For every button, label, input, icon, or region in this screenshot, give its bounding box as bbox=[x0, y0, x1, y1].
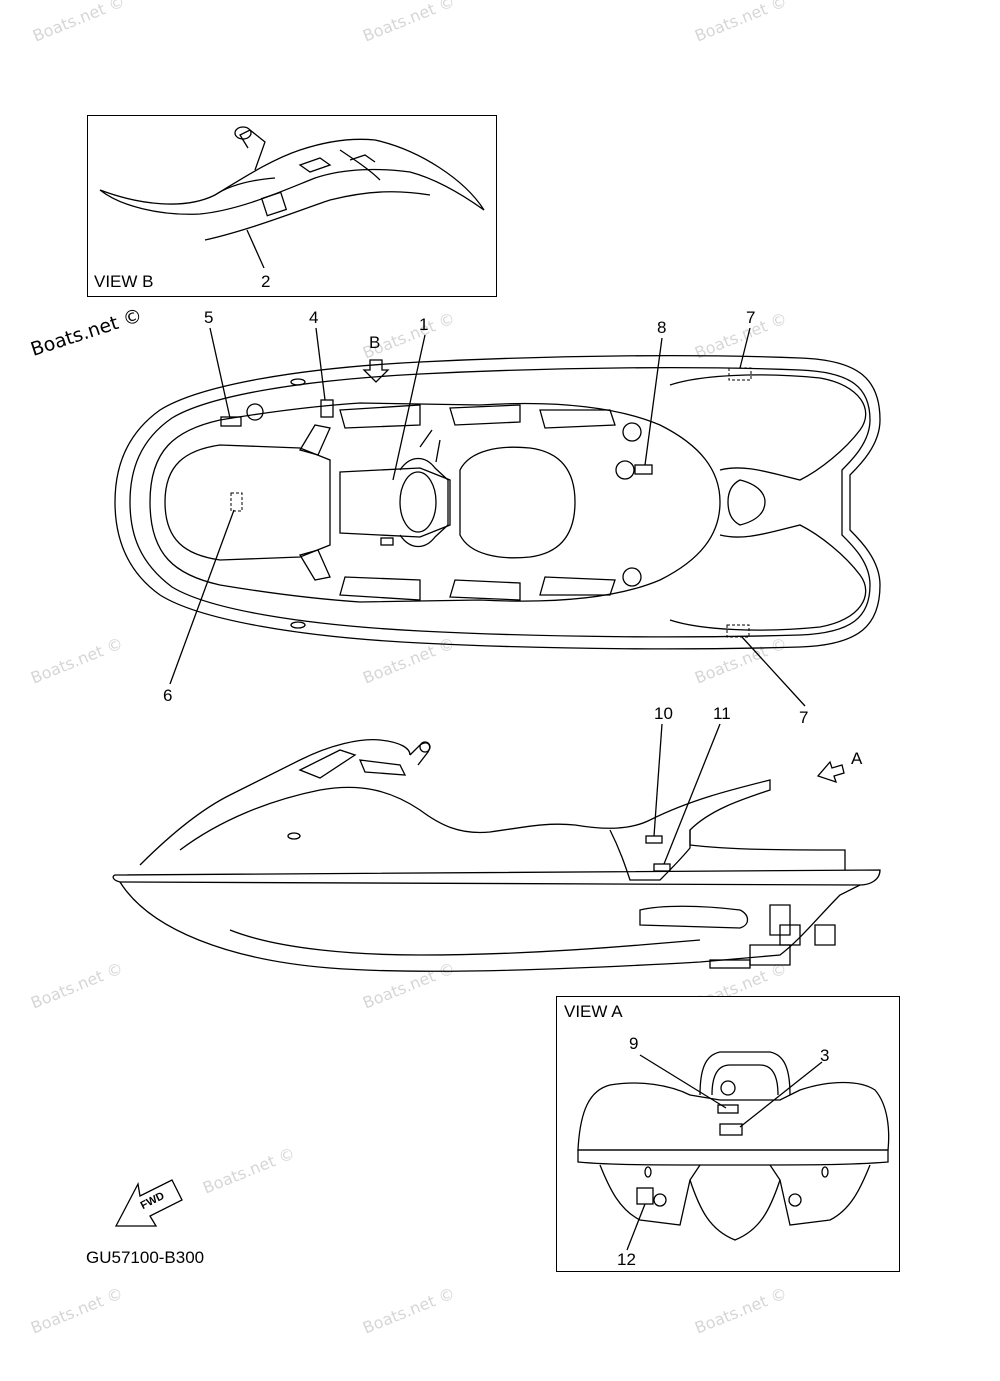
callout-3: 3 bbox=[820, 1046, 830, 1065]
fwd-arrow-icon bbox=[114, 1179, 183, 1227]
callout-7-top: 7 bbox=[746, 308, 756, 327]
callout-8: 8 bbox=[657, 318, 667, 337]
view-b-arrow-label: B bbox=[369, 333, 381, 352]
part-number: GU57100-B300 bbox=[86, 1248, 205, 1267]
callout-12: 12 bbox=[617, 1250, 636, 1269]
callout-1: 1 bbox=[419, 315, 429, 334]
view-b-drawing bbox=[99, 126, 485, 269]
view-b-panel bbox=[87, 115, 497, 297]
view-b-title: VIEW B bbox=[94, 272, 154, 291]
callout-9: 9 bbox=[629, 1034, 639, 1053]
callout-7-bottom: 7 bbox=[799, 708, 809, 727]
view-a-drawing bbox=[577, 1051, 890, 1251]
view-a-arrow-label: A bbox=[851, 749, 863, 768]
view-a-panel bbox=[556, 996, 900, 1272]
top-view-drawing bbox=[114, 327, 881, 707]
callout-10: 10 bbox=[654, 704, 673, 723]
callout-4: 4 bbox=[309, 308, 319, 327]
callout-2: 2 bbox=[261, 272, 271, 291]
callout-5: 5 bbox=[204, 308, 214, 327]
side-view-drawing bbox=[112, 723, 881, 972]
callout-11: 11 bbox=[713, 704, 731, 723]
callout-6: 6 bbox=[163, 686, 173, 705]
view-a-title: VIEW A bbox=[564, 1002, 623, 1021]
